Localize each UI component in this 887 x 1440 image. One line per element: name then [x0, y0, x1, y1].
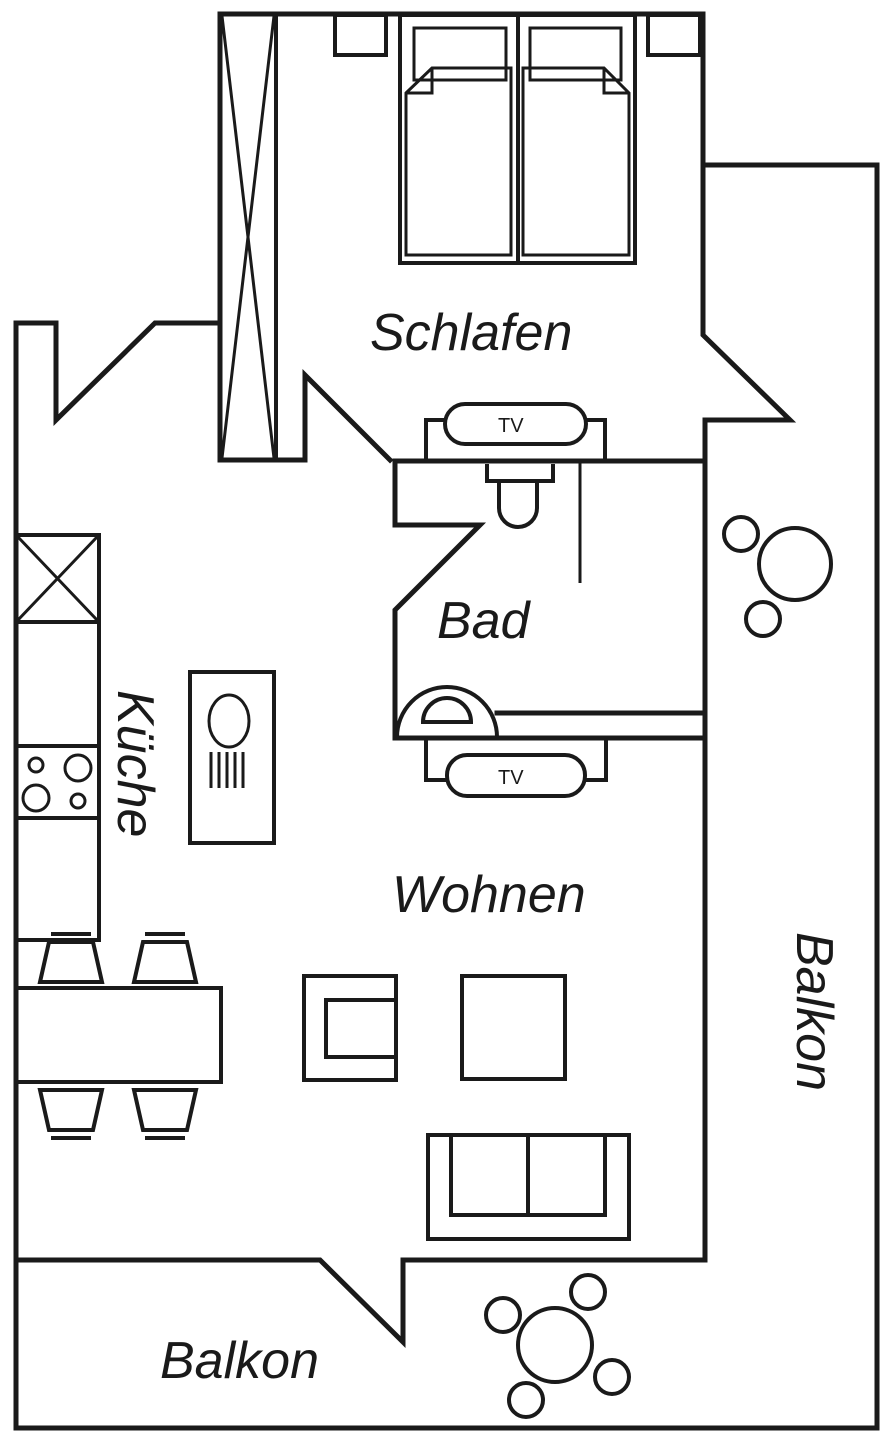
room-label-kueche: Küche — [106, 690, 164, 837]
bath-sink — [395, 685, 499, 738]
wardrobe — [218, 12, 278, 462]
kitchen-island — [188, 670, 276, 845]
tv-bedroom-label: TV — [498, 415, 524, 437]
nightstand-left — [333, 13, 388, 57]
wall-left — [13, 320, 223, 1431]
wall-bedroom-left — [217, 11, 394, 464]
wall-bedroom-right — [700, 162, 797, 438]
room-label-schlafen: Schlafen — [370, 304, 572, 362]
room-label-balkon-side: Balkon — [785, 932, 843, 1091]
kitchen-counter — [14, 533, 101, 942]
tv-living-label: TV — [498, 767, 524, 789]
walls — [13, 11, 880, 1431]
toilet — [485, 464, 555, 529]
tv-bedroom: TV — [424, 402, 607, 460]
armchair — [302, 974, 398, 1082]
room-label-wohnen: Wohnen — [392, 866, 586, 924]
nightstand-right — [646, 13, 702, 57]
room-label-bad: Bad — [437, 592, 532, 650]
wall-bath-left — [392, 458, 708, 741]
stove-burner — [27, 756, 45, 774]
tv-living: TV — [424, 740, 608, 798]
double-bed — [398, 13, 637, 265]
room-label-balkon-bottom: Balkon — [160, 1332, 319, 1390]
sofa — [426, 1133, 631, 1241]
stove-burner — [69, 792, 87, 810]
stove-burner — [63, 753, 93, 783]
dining-chairs — [37, 932, 199, 1140]
stove-burner — [21, 783, 51, 813]
wall-bath-right — [13, 437, 708, 1348]
balcony-table-bottom — [484, 1273, 631, 1419]
wall-bedroom-top — [217, 11, 706, 168]
wall-balcony-right — [13, 162, 880, 1431]
dining-table — [14, 986, 223, 1084]
balcony-table-side — [722, 515, 833, 638]
coffee-table — [460, 974, 567, 1081]
